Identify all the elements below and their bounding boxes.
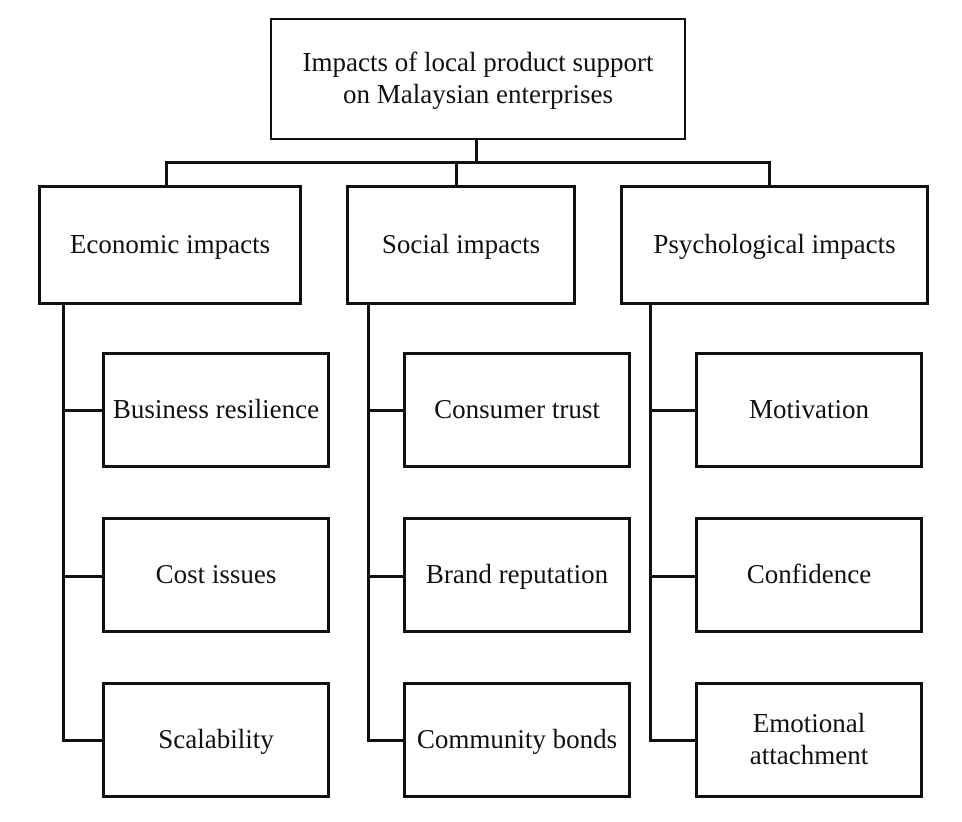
node-label: Confidence xyxy=(746,559,872,590)
connector-rail-social xyxy=(367,303,370,742)
node-community-bonds: Community bonds xyxy=(403,682,631,798)
node-motivation: Motivation xyxy=(695,352,923,468)
connector-root-stub xyxy=(475,138,478,164)
connector-stub-community-bonds xyxy=(367,739,405,742)
connector-rail-psychological xyxy=(649,303,652,742)
connector-stub-motivation xyxy=(649,409,697,412)
connector-stub-consumer-trust xyxy=(367,409,405,412)
node-label: Community bonds xyxy=(416,724,618,755)
connector-stub-cost-issues xyxy=(62,575,104,578)
connector-stub-confidence xyxy=(649,575,697,578)
branch-psychological-impacts: Psychological impacts xyxy=(620,185,929,305)
node-label: Brand reputation xyxy=(425,559,609,590)
root-node: Impacts of local product support on Mala… xyxy=(270,18,686,140)
branch-economic-impacts: Economic impacts xyxy=(38,185,302,305)
node-business-resilience: Business resilience xyxy=(102,352,330,468)
node-cost-issues: Cost issues xyxy=(102,517,330,633)
branch-label: Economic impacts xyxy=(69,229,271,260)
connector-horizontal-bus xyxy=(165,161,771,164)
connector-drop-economic xyxy=(165,161,168,187)
connector-stub-business-resilience xyxy=(62,409,104,412)
node-scalability: Scalability xyxy=(102,682,330,798)
node-consumer-trust: Consumer trust xyxy=(403,352,631,468)
node-label: Emotional attachment xyxy=(749,708,869,770)
connector-stub-scalability xyxy=(62,739,104,742)
node-brand-reputation: Brand reputation xyxy=(403,517,631,633)
branch-label: Social impacts xyxy=(381,229,541,260)
branch-label: Psychological impacts xyxy=(653,229,896,260)
node-label: Scalability xyxy=(158,724,274,755)
node-label: Consumer trust xyxy=(434,394,600,425)
connector-drop-psychological xyxy=(768,161,771,187)
root-node-label: Impacts of local product support on Mala… xyxy=(302,47,654,109)
node-label: Business resilience xyxy=(112,394,320,425)
node-label: Motivation xyxy=(749,394,869,425)
node-label: Cost issues xyxy=(155,559,277,590)
connector-stub-emotional-attachment xyxy=(649,739,697,742)
node-emotional-attachment: Emotional attachment xyxy=(695,682,923,798)
connector-rail-economic xyxy=(62,303,65,742)
node-confidence: Confidence xyxy=(695,517,923,633)
connector-stub-brand-reputation xyxy=(367,575,405,578)
connector-drop-social xyxy=(455,161,458,187)
branch-social-impacts: Social impacts xyxy=(346,185,576,305)
